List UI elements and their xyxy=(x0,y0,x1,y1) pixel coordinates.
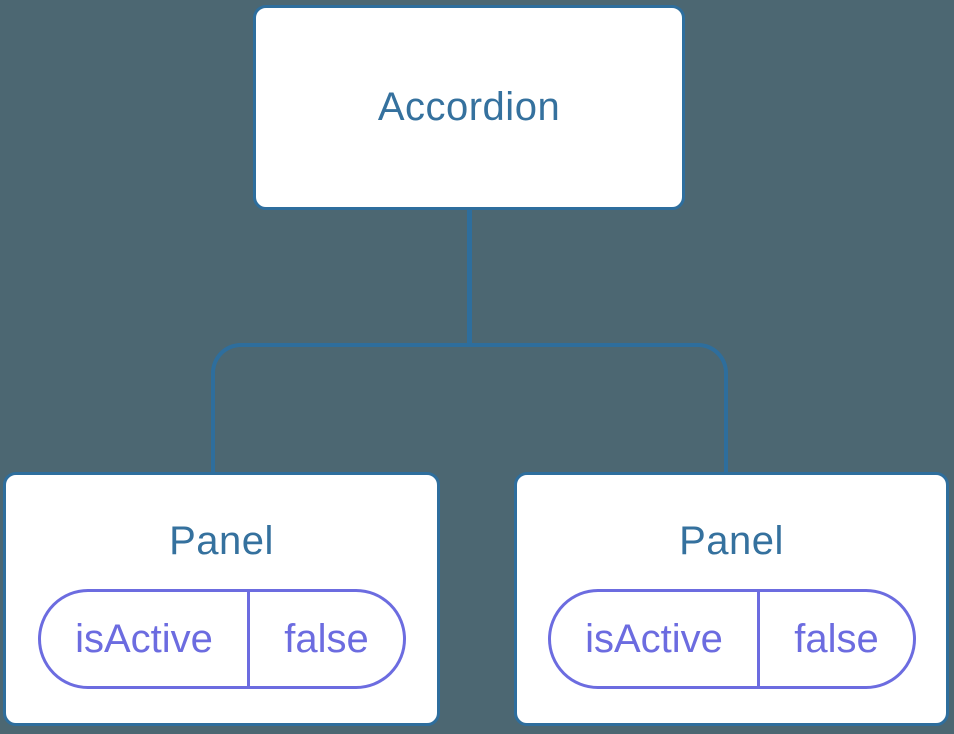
accordion-node-label: Accordion xyxy=(377,85,561,129)
panel-1-state-pill: isActive false xyxy=(37,589,406,689)
connector-branch-bracket xyxy=(211,343,728,472)
tree-node-accordion: Accordion xyxy=(253,5,685,210)
panel-1-state-value: false xyxy=(284,616,369,661)
connector-root-stem xyxy=(467,208,472,347)
tree-node-panel-1: Panel isActive false xyxy=(3,472,440,726)
tree-node-panel-2: Panel isActive false xyxy=(514,472,949,726)
panel-2-state-value: false xyxy=(794,616,879,661)
panel-1-label: Panel xyxy=(169,519,274,563)
panel-2-label: Panel xyxy=(679,519,784,563)
panel-1-state-key: isActive xyxy=(41,592,251,686)
panel-2-state-key: isActive xyxy=(551,592,761,686)
panel-2-state-pill: isActive false xyxy=(547,589,916,689)
